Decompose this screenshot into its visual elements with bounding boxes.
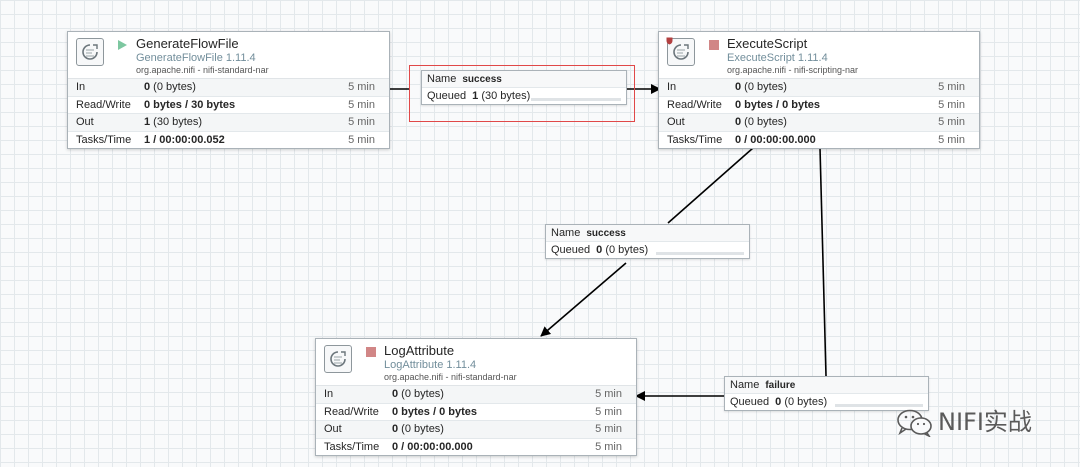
stop-icon: [366, 347, 376, 357]
processor-name: LogAttribute: [384, 343, 455, 358]
processor-bundle: org.apache.nifi - nifi-standard-nar: [136, 65, 269, 75]
wechat-icon: [897, 409, 932, 437]
processor-icon: [76, 38, 104, 66]
connection-line-execute-to-success: [667, 147, 754, 224]
processor-name: ExecuteScript: [727, 36, 808, 51]
shield-icon: [666, 37, 673, 45]
queue-progress-bar: [835, 404, 923, 407]
processor-version: ExecuteScript 1.11.4: [727, 52, 828, 64]
watermark-text: NIFI实战: [938, 408, 1032, 436]
connection-name: success: [462, 74, 502, 85]
processor-bundle: org.apache.nifi - nifi-scripting-nar: [727, 65, 859, 75]
processor-generateflowfile[interactable]: GenerateFlowFile GenerateFlowFile 1.11.4…: [67, 31, 390, 149]
processor-version: LogAttribute 1.11.4: [384, 359, 477, 371]
processor-bundle: org.apache.nifi - nifi-standard-nar: [384, 372, 517, 382]
connection-line-success-to-log: [540, 262, 627, 337]
stop-icon: [709, 40, 719, 50]
connection-queued-value: 0 (0 bytes): [596, 244, 649, 256]
selection-outline: [409, 65, 635, 122]
processor-logattribute[interactable]: LogAttribute LogAttribute 1.11.4 org.apa…: [315, 338, 637, 456]
connection-name: failure: [765, 380, 796, 391]
processor-header: GenerateFlowFile GenerateFlowFile 1.11.4…: [68, 32, 389, 79]
connection-queued-value: 0 (0 bytes): [775, 396, 828, 408]
processor-version: GenerateFlowFile 1.11.4: [136, 52, 256, 64]
processor-header: ExecuteScript ExecuteScript 1.11.4 org.a…: [659, 32, 979, 79]
processor-header: LogAttribute LogAttribute 1.11.4 org.apa…: [316, 339, 636, 386]
connection-line-execute-to-failure: [819, 147, 827, 377]
queue-progress-bar: [656, 252, 744, 255]
processor-icon: [324, 345, 352, 373]
processor-name: GenerateFlowFile: [136, 36, 239, 51]
play-icon: [118, 40, 127, 50]
connection-name: success: [586, 228, 626, 239]
connection-queued-value: 1 (30 bytes): [472, 90, 531, 102]
watermark: NIFI实战: [896, 402, 1032, 437]
processor-executescript[interactable]: ExecuteScript ExecuteScript 1.11.4 org.a…: [658, 31, 980, 149]
queue-progress-bar: [531, 98, 621, 101]
